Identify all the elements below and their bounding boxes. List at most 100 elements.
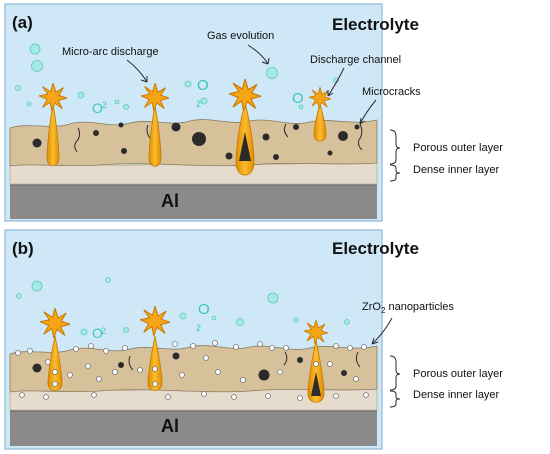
microcracks-label: Microcracks — [362, 86, 421, 98]
arrow — [247, 44, 269, 65]
gas-bubble — [29, 43, 41, 55]
panel-a-tag: (a) — [12, 13, 33, 32]
gas-bubble — [26, 101, 32, 107]
arrowhead — [261, 57, 270, 65]
panel-a-al-label: Al — [161, 191, 179, 211]
gas-bubble — [31, 280, 43, 292]
panel-b-layer-braces — [389, 355, 401, 408]
nanoparticle — [283, 345, 289, 351]
nanoparticle — [96, 376, 102, 382]
nanoparticle — [73, 346, 79, 352]
panel-a-discharge-channels — [46, 101, 327, 176]
gas-bubble — [267, 292, 279, 304]
nanoparticle — [103, 348, 109, 354]
pore — [354, 124, 360, 130]
nanoparticle — [277, 369, 283, 375]
nanoparticle — [265, 393, 271, 399]
panel-a: (a) Electrolyte Al — [4, 3, 503, 222]
arrow — [359, 99, 377, 125]
porous-layer-brace — [389, 355, 401, 391]
gas-bubble — [179, 312, 187, 320]
discharge-channel — [47, 335, 63, 391]
panel-b-al-substrate — [10, 408, 377, 446]
o2-symbol: O — [198, 301, 210, 318]
gas-bubble — [184, 80, 192, 88]
pore — [338, 131, 348, 141]
nanoparticle — [152, 381, 158, 387]
nanoparticle — [231, 394, 237, 400]
nanoparticle — [233, 344, 239, 350]
nanoparticle — [212, 340, 218, 346]
panel-a-layer-braces — [389, 129, 401, 182]
arrow — [327, 67, 345, 97]
panel-a-callout-arrows — [126, 44, 377, 125]
microcrack — [128, 355, 134, 371]
gas-bubble — [298, 104, 304, 110]
porous-outer-layer-label: Porous outer layer — [413, 368, 503, 380]
nanoparticle — [215, 369, 221, 375]
panel-b-callout-arrows — [371, 317, 393, 345]
nanoparticle — [52, 369, 58, 375]
o2-symbol: O — [92, 325, 103, 341]
gas-bubble — [105, 277, 111, 283]
dense-inner-layer-label: Dense inner layer — [413, 389, 500, 401]
panel-b: (b) Electrolyte Al — [4, 229, 503, 450]
pore — [192, 132, 206, 146]
pore — [327, 150, 333, 156]
discharge-channel — [307, 339, 325, 403]
gas-bubble — [16, 293, 22, 299]
nanoparticle — [201, 391, 207, 397]
gas-bubble — [80, 328, 88, 336]
arrowhead — [327, 90, 334, 97]
nanoparticle — [152, 366, 158, 372]
panel-b-gas-bubbles — [16, 277, 350, 336]
o2-subscript: 2 — [196, 323, 201, 333]
arrow — [126, 59, 148, 83]
pore — [225, 152, 233, 160]
pore — [32, 138, 42, 148]
zro2-nanoparticles-label: ZrO2 nanoparticles — [362, 301, 454, 315]
discharge-channel — [147, 335, 163, 391]
microcrack — [283, 351, 288, 366]
o2-subscript: 2 — [102, 100, 107, 110]
nanoparticle — [257, 341, 263, 347]
nanoparticle — [333, 393, 339, 399]
nanoparticle — [112, 369, 118, 375]
nanoparticle — [327, 361, 333, 367]
nanoparticle — [172, 341, 178, 347]
panel-a-al-substrate — [10, 182, 377, 219]
nanoparticle — [122, 345, 128, 351]
o2-symbol: O — [92, 100, 103, 116]
nanoparticle — [297, 395, 303, 401]
o2-subscript: 2 — [196, 99, 201, 109]
dense-layer-brace — [389, 390, 401, 408]
microcrack — [283, 123, 289, 138]
nanoparticle — [15, 350, 21, 356]
pore — [121, 148, 127, 154]
arrowhead — [371, 337, 379, 345]
discharge-channel-pore — [239, 132, 251, 161]
panel-b-microcracks — [128, 351, 361, 371]
discharge-channel — [313, 102, 327, 142]
nanoparticle — [363, 392, 369, 398]
nanoparticle — [27, 348, 33, 354]
nanoparticle — [88, 343, 94, 349]
porous-layer-brace — [389, 129, 401, 165]
panel-b-al-label: Al — [161, 416, 179, 436]
gas-bubble — [77, 91, 85, 99]
pore — [118, 122, 124, 128]
arrowhead — [140, 76, 148, 83]
microcrack — [355, 351, 361, 368]
nanoparticle — [240, 377, 246, 383]
arrow — [371, 317, 393, 345]
panel-a-pores — [32, 122, 360, 160]
nanoparticle — [85, 363, 91, 369]
panel-b-tag: (b) — [12, 239, 34, 258]
nanoparticle — [190, 343, 196, 349]
gas-bubble — [31, 60, 43, 72]
gas-bubble — [114, 99, 120, 105]
gas-bubble — [236, 318, 244, 326]
pore — [297, 357, 303, 363]
